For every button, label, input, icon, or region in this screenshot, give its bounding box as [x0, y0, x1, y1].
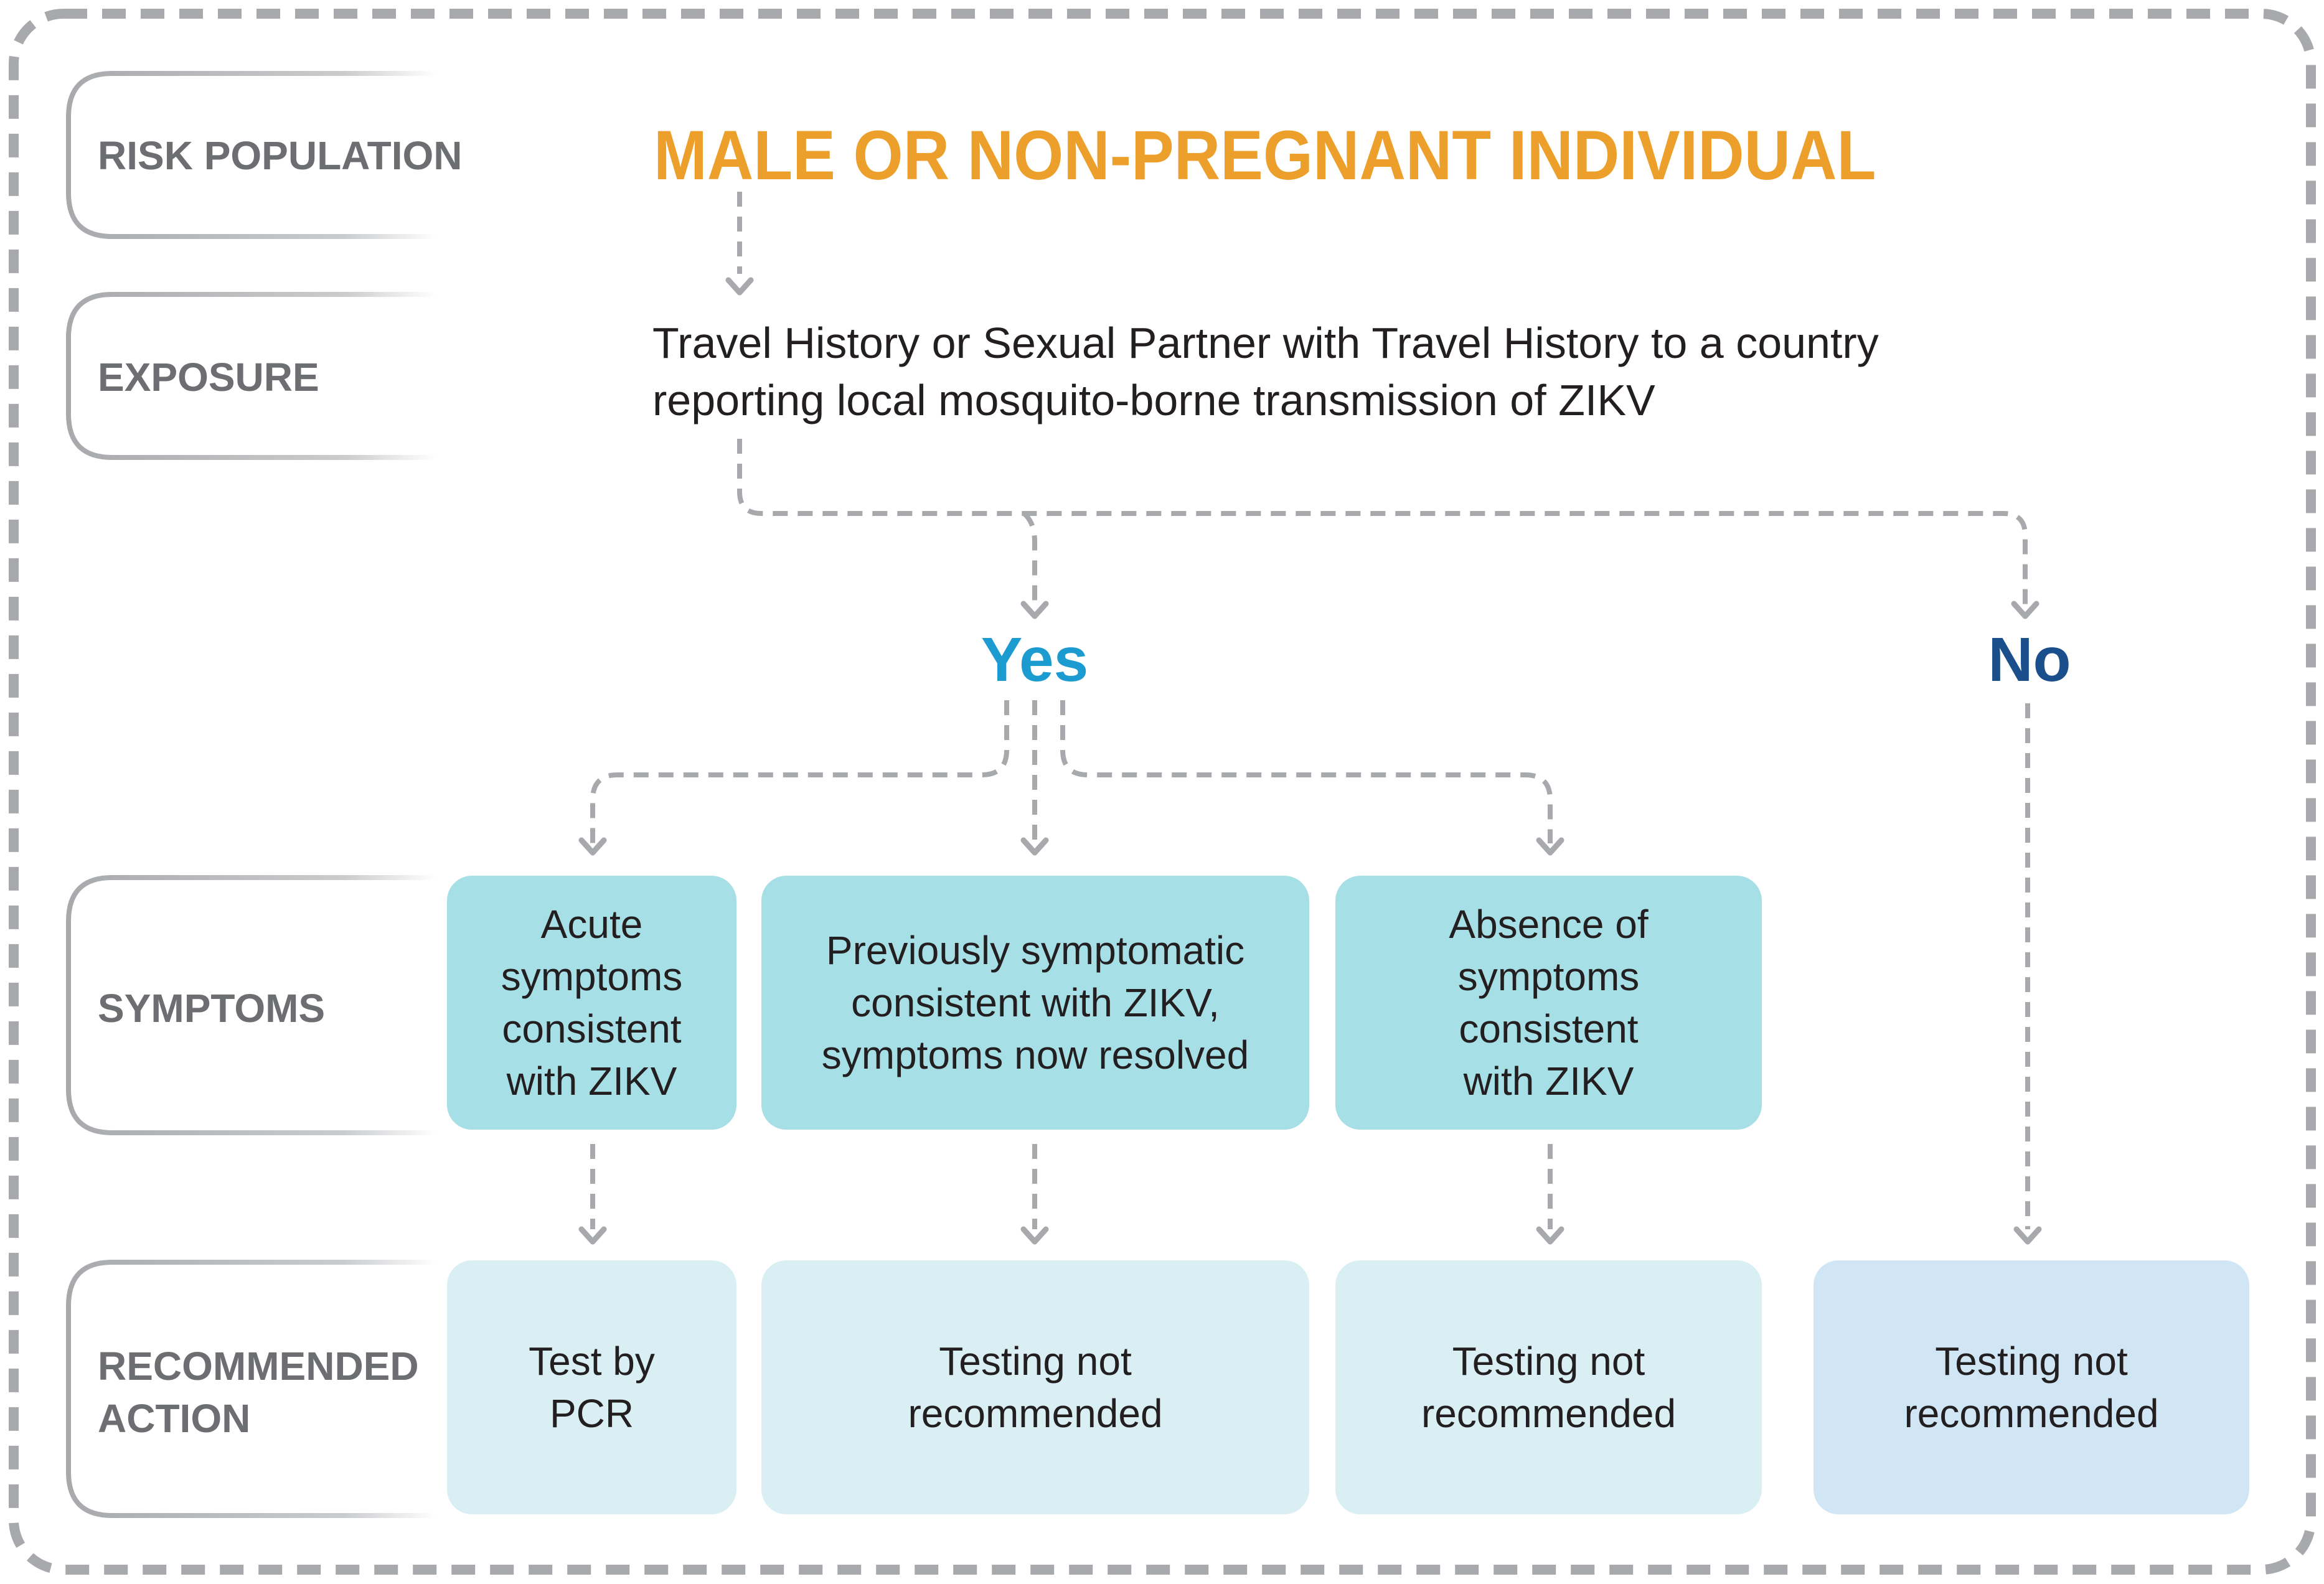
symptom-box-previously-symptomatic: Previously symptomatic consistent with Z… [761, 876, 1309, 1130]
bracket-risk-population [66, 71, 436, 239]
action-box-no-not-recommended: Testing not recommended [1814, 1260, 2249, 1514]
symptom-text-absence: Absence of symptoms consistent with ZIKV [1449, 902, 1649, 1104]
arrowhead-action-acute [578, 1226, 607, 1245]
action-text-absence-not-recommended: Testing not recommended [1421, 1339, 1677, 1436]
bracket-recommended-action [66, 1260, 436, 1518]
label-symptoms: SYMPTOMS [98, 986, 326, 1031]
symptom-text-previously-symptomatic: Previously symptomatic consistent with Z… [821, 928, 1249, 1077]
symptom-box-acute: Acute symptoms consistent with ZIKV [447, 876, 736, 1130]
arrowhead-acute [578, 837, 607, 856]
exposure-text: Travel History or Sexual Partner with Tr… [652, 319, 1879, 424]
branch-no: No [1988, 625, 2071, 695]
arrowhead-action-no [2013, 1226, 2042, 1245]
arrowhead-previous [1020, 837, 1049, 856]
action-box-previous-not-recommended: Testing not recommended [761, 1260, 1309, 1514]
connector-exposure-split [737, 439, 2028, 607]
label-recommended-action: RECOMMENDED ACTION [98, 1344, 419, 1441]
connector-to-yes [1022, 512, 1037, 607]
action-text-previous-not-recommended: Testing not recommended [908, 1339, 1163, 1436]
action-box-test-pcr: Test by PCR [447, 1260, 736, 1514]
symptom-text-acute: Acute symptoms consistent with ZIKV [501, 902, 683, 1104]
connector-yes-absence [1060, 700, 1553, 843]
arrowhead-exposure [725, 277, 754, 296]
bracket-exposure [66, 292, 436, 460]
outer-dashed-border [9, 9, 2316, 1575]
action-box-absence-not-recommended: Testing not recommended [1335, 1260, 1762, 1514]
label-risk-population: RISK POPULATION [98, 133, 463, 178]
branch-yes: Yes [981, 625, 1089, 695]
label-exposure: EXPOSURE [98, 355, 319, 400]
arrowhead-absence [1536, 837, 1564, 856]
bracket-symptoms [66, 875, 436, 1135]
action-text-no-not-recommended: Testing not recommended [1904, 1339, 2159, 1436]
risk-population-title: MALE OR NON-PREGNANT INDIVIDUAL [654, 116, 1876, 194]
arrowhead-no [2011, 601, 2039, 619]
arrowhead-action-previous [1020, 1226, 1049, 1245]
symptom-box-absence: Absence of symptoms consistent with ZIKV [1335, 876, 1762, 1130]
connector-yes-acute [590, 700, 1009, 843]
arrowhead-action-absence [1536, 1226, 1564, 1245]
action-text-test-pcr: Test by PCR [529, 1339, 655, 1436]
arrowhead-yes [1020, 601, 1049, 619]
